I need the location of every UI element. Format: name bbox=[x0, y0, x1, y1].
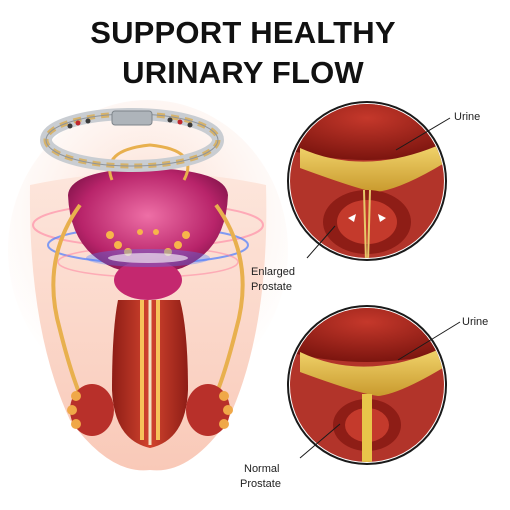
enlarged-prostate-label-line1: Enlarged bbox=[251, 266, 296, 278]
normal-prostate-label-line1: Normal bbox=[244, 463, 280, 475]
urine-label-bottom: Urine bbox=[462, 316, 489, 328]
anatomy-illustration bbox=[8, 100, 288, 471]
normal-prostate-diagram bbox=[287, 305, 461, 465]
page-title-line1: SUPPORT HEALTHY bbox=[90, 15, 396, 50]
urine-label-top: Urine bbox=[454, 111, 481, 123]
enlarged-prostate-label-line2: Prostate bbox=[251, 281, 292, 293]
page-title-line2: URINARY FLOW bbox=[122, 55, 364, 90]
normal-prostate-label-line2: Prostate bbox=[240, 478, 281, 490]
enlarged-prostate-diagram bbox=[287, 101, 451, 261]
magnetic-bracelet-icon bbox=[40, 108, 224, 172]
